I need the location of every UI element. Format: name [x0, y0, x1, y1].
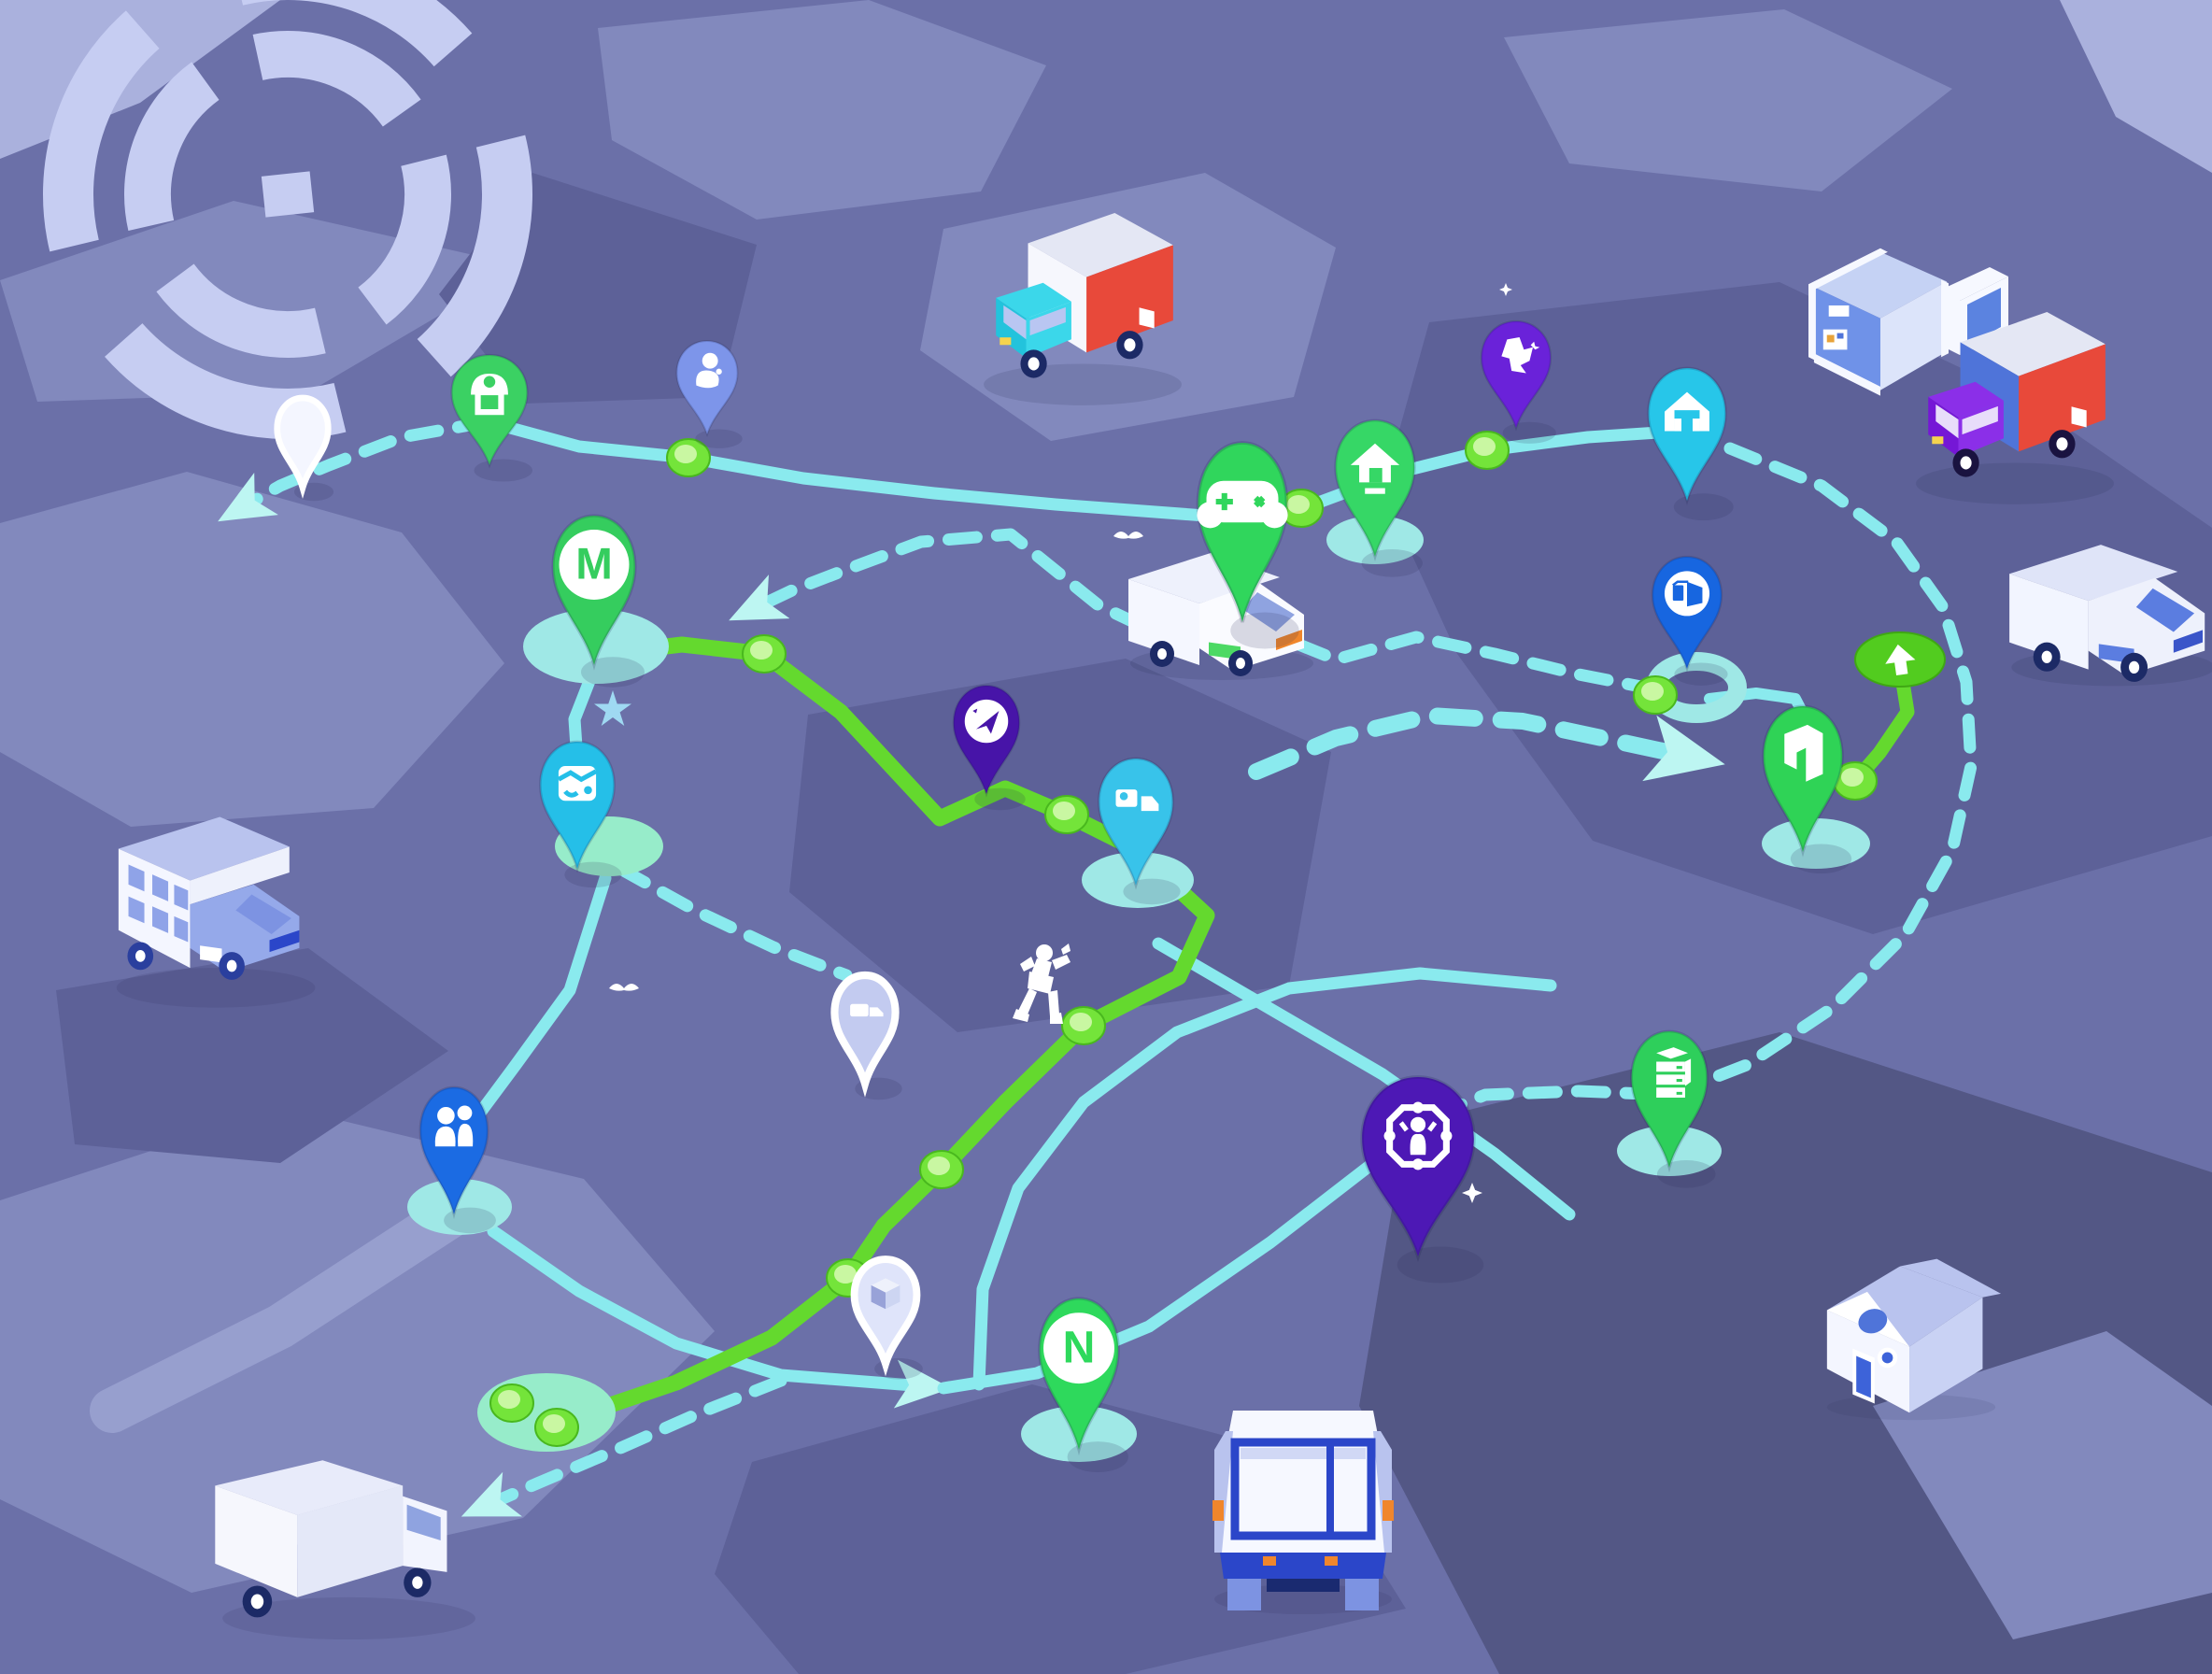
terrain-patch: [56, 948, 448, 1163]
sparkle-icon: [1499, 283, 1512, 296]
waypoint-dot[interactable]: [534, 1408, 579, 1447]
vehicle-bottom-left-truck: [215, 1460, 475, 1640]
vehicle-rear-truck: [1212, 1411, 1394, 1614]
terrain-patch: [2060, 0, 2212, 173]
server-stack-icon: [1656, 1047, 1692, 1099]
signal-arcs-icon: [43, 0, 532, 439]
truck-side-icon: [1115, 789, 1159, 812]
emblem-icon: [1383, 1101, 1453, 1170]
route-east-diagonal: [937, 1156, 1380, 1395]
route-right-loop: [1413, 442, 1978, 1128]
sparkle-icon: [1462, 1183, 1482, 1203]
waypoint-dot[interactable]: [1044, 795, 1089, 834]
terrain-patch: [1504, 9, 1952, 192]
waypoint-dot[interactable]: [1633, 675, 1678, 715]
route-people-to-east: [487, 1225, 952, 1409]
terrain-patch: [1873, 1331, 2212, 1639]
road: [90, 1187, 482, 1433]
route-x-line-b: [1152, 937, 1576, 1221]
pin-packages[interactable]: [1651, 555, 1728, 686]
route-mappin-dash-branch: [614, 862, 853, 982]
waypoint-dots: [489, 431, 1878, 1447]
vehicle-red-box-truck: [984, 213, 1182, 405]
person-icon: [696, 352, 722, 389]
pin-metro[interactable]: M: [551, 514, 645, 688]
pin-letter: M: [575, 540, 613, 589]
nav-arrow-icon: [964, 699, 1009, 744]
route-bottom-left-exit: [461, 1374, 787, 1517]
garage-icon: [1665, 391, 1709, 432]
vehicle-blue-truck-right: [2009, 545, 2212, 687]
region-map-icon: [1501, 336, 1540, 374]
waypoint-dot[interactable]: [666, 438, 711, 477]
building-container: [1808, 248, 1949, 396]
pin-north[interactable]: N: [1038, 1297, 1128, 1473]
pin-region[interactable]: [1480, 319, 1556, 444]
star-icon: [594, 690, 631, 726]
people-icon: [434, 1105, 474, 1147]
route-big-right-arrow: [1248, 707, 1725, 782]
pin-base: [407, 1179, 512, 1235]
waypoint-dot[interactable]: [1061, 1006, 1106, 1045]
vehicle-purple-truck: [1916, 312, 2114, 504]
route-x-line-a: [972, 967, 1557, 1391]
vehicle-window-truck: [116, 816, 316, 1008]
terrain-patch: [0, 1107, 715, 1593]
route-mappin-to-people: [461, 872, 612, 1137]
house-icon: [1350, 443, 1400, 494]
pin-home[interactable]: [1334, 418, 1423, 577]
van-icon: [850, 1003, 884, 1017]
pin-cubepin[interactable]: [850, 1256, 923, 1380]
pin-vanpin[interactable]: [830, 971, 902, 1100]
packages-icon: [1664, 571, 1710, 617]
pin-plain[interactable]: [274, 394, 334, 502]
route-top-left-exit: [218, 416, 492, 522]
walking-figure: [1013, 943, 1071, 1024]
waypoint-dot[interactable]: [489, 1383, 534, 1423]
building-house: [1826, 1258, 2002, 1421]
terrain-patch: [1382, 282, 2212, 934]
pin-depot[interactable]: [1630, 1029, 1716, 1188]
pin-truckstop[interactable]: [1098, 757, 1181, 905]
pin-person[interactable]: [675, 340, 743, 448]
pin-people[interactable]: [418, 1085, 496, 1234]
waypoint-dot[interactable]: [1833, 761, 1878, 801]
pin-base: [1762, 818, 1870, 869]
waypoint-dot[interactable]: [742, 634, 787, 674]
prism-icon: [1784, 724, 1823, 782]
pin-navigate[interactable]: [952, 684, 1026, 811]
folded-map-icon: [557, 765, 598, 802]
pin-letter: N: [1063, 1322, 1096, 1372]
vehicle-white-van: [1128, 553, 1313, 680]
pin-gamepad[interactable]: [1196, 441, 1299, 649]
waypoint-dot[interactable]: [919, 1150, 964, 1189]
shopping-bag-icon: [471, 374, 508, 416]
pin-shopping[interactable]: [450, 353, 533, 482]
terrain-patch: [0, 472, 504, 827]
waypoint-dot[interactable]: [1465, 431, 1510, 470]
marker-arrow-stop[interactable]: [1854, 631, 1946, 688]
terrain-patch: [598, 0, 1046, 220]
pin-neo[interactable]: [1762, 704, 1852, 874]
arrow-up-icon: [1885, 644, 1916, 675]
bird-icon: [1113, 532, 1143, 539]
pin-garage[interactable]: [1647, 366, 1734, 521]
pin-emblem[interactable]: [1360, 1075, 1484, 1284]
bird-icon: [609, 984, 639, 991]
pin-mapstop[interactable]: [539, 740, 622, 888]
gamepad-icon: [1197, 480, 1288, 529]
